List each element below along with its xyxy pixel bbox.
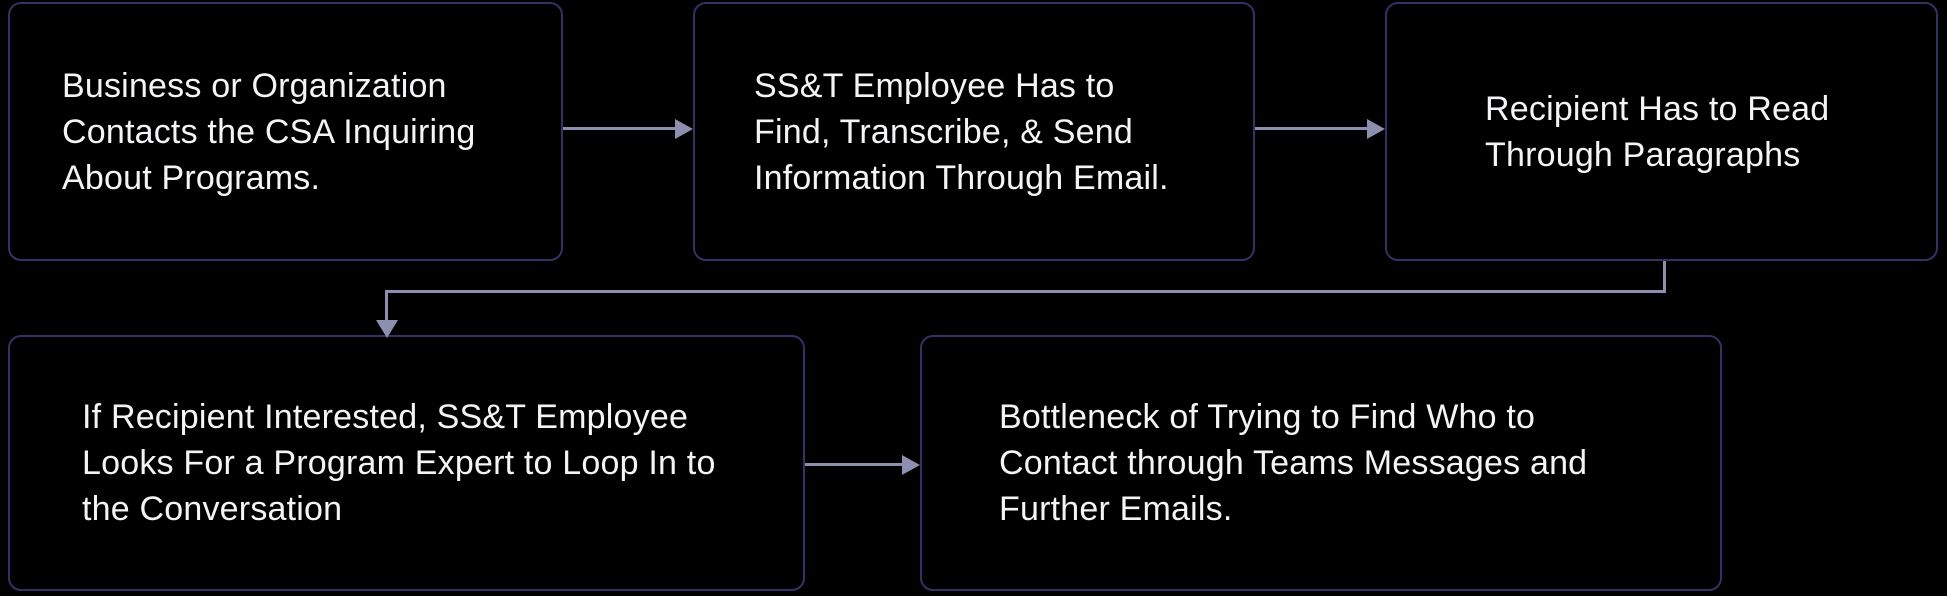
arrow-node3-to-node4-arrowhead-icon bbox=[376, 320, 398, 338]
arrow-node4-to-node5-shaft bbox=[805, 463, 904, 466]
arrow-node1-to-node2-shaft bbox=[563, 127, 677, 130]
flow-node-bottleneck: Bottleneck of Trying to Find Who to Cont… bbox=[920, 335, 1722, 591]
arrow-node3-to-node4-vertical-segment bbox=[385, 290, 388, 322]
flow-node-sst-employee-email: SS&T Employee Has to Find, Transcribe, &… bbox=[693, 2, 1255, 261]
flow-node-business-contacts-csa: Business or Organization Contacts the CS… bbox=[8, 2, 563, 261]
flow-node-label: Bottleneck of Trying to Find Who to Cont… bbox=[999, 398, 1588, 528]
flow-node-label: SS&T Employee Has to Find, Transcribe, &… bbox=[754, 66, 1169, 197]
arrow-node1-to-node2-arrowhead-icon bbox=[675, 119, 693, 139]
arrow-node3-to-node4-stub-segment bbox=[1663, 261, 1666, 293]
flow-node-label: Recipient Has to Read Through Paragraphs bbox=[1485, 89, 1830, 174]
flow-node-label: If Recipient Interested, SS&T Employee L… bbox=[82, 398, 716, 528]
flow-node-recipient-reads: Recipient Has to Read Through Paragraphs bbox=[1385, 2, 1938, 261]
arrow-node4-to-node5-arrowhead-icon bbox=[902, 455, 920, 475]
arrow-node2-to-node3-shaft bbox=[1255, 127, 1369, 130]
flow-node-loop-in-expert: If Recipient Interested, SS&T Employee L… bbox=[8, 335, 805, 591]
arrow-node2-to-node3-arrowhead-icon bbox=[1367, 119, 1385, 139]
arrow-node3-to-node4-horizontal-segment bbox=[385, 290, 1666, 293]
flow-node-label: Business or Organization Contacts the CS… bbox=[62, 66, 476, 197]
